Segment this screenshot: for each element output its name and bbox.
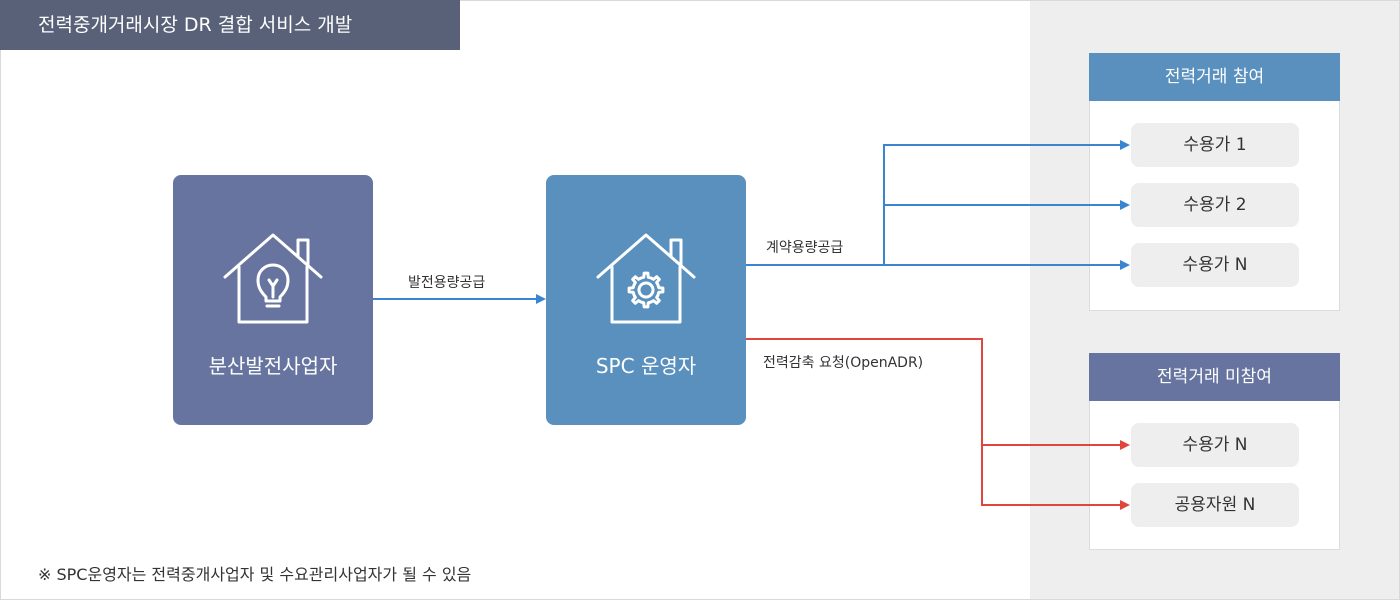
edge-label-reduction: 전력감축 요청(OpenADR) bbox=[763, 355, 924, 371]
arrowhead bbox=[1120, 500, 1130, 510]
footnote: ※ SPC운영자는 전력중개사업자 및 수요관리사업자가 될 수 있음 bbox=[38, 565, 472, 584]
supply-arrows bbox=[373, 144, 1122, 300]
arrowhead bbox=[1120, 140, 1130, 150]
house-lightbulb-icon bbox=[223, 233, 323, 324]
spc-operator-node: SPC 운영자 bbox=[546, 175, 746, 425]
edge-label-supply: 발전용량공급 bbox=[408, 275, 486, 291]
reduction-arrowheads bbox=[1120, 440, 1130, 510]
consumer-item: 수용가 N bbox=[1131, 423, 1299, 467]
edge-label-contract: 계약용량공급 bbox=[766, 240, 844, 256]
arrowhead bbox=[536, 294, 546, 304]
generator-node: 분산발전사업자 bbox=[173, 175, 373, 425]
reduction-arrow bbox=[746, 338, 1122, 506]
reduction-arrows bbox=[746, 338, 1122, 506]
panel-nonparticipate-title: 전력거래 미참여 bbox=[1089, 353, 1340, 401]
arrowhead bbox=[1120, 200, 1130, 210]
consumer-item: 수용가 1 bbox=[1131, 123, 1299, 167]
supply-arrowheads bbox=[536, 140, 1130, 304]
arrowhead bbox=[1120, 260, 1130, 270]
consumer-item: 수용가 N bbox=[1131, 243, 1299, 287]
public-resource-item: 공용자원 N bbox=[1131, 483, 1299, 527]
consumer-item: 수용가 2 bbox=[1131, 183, 1299, 227]
spc-label: SPC 운영자 bbox=[595, 354, 697, 378]
house-gear-icon bbox=[596, 233, 696, 324]
generator-label: 분산발전사업자 bbox=[208, 354, 338, 378]
arrowhead bbox=[1120, 440, 1130, 450]
diagram-title: 전력중개거래시장 DR 결합 서비스 개발 bbox=[0, 0, 460, 50]
panel-participate-title: 전력거래 참여 bbox=[1089, 53, 1340, 101]
